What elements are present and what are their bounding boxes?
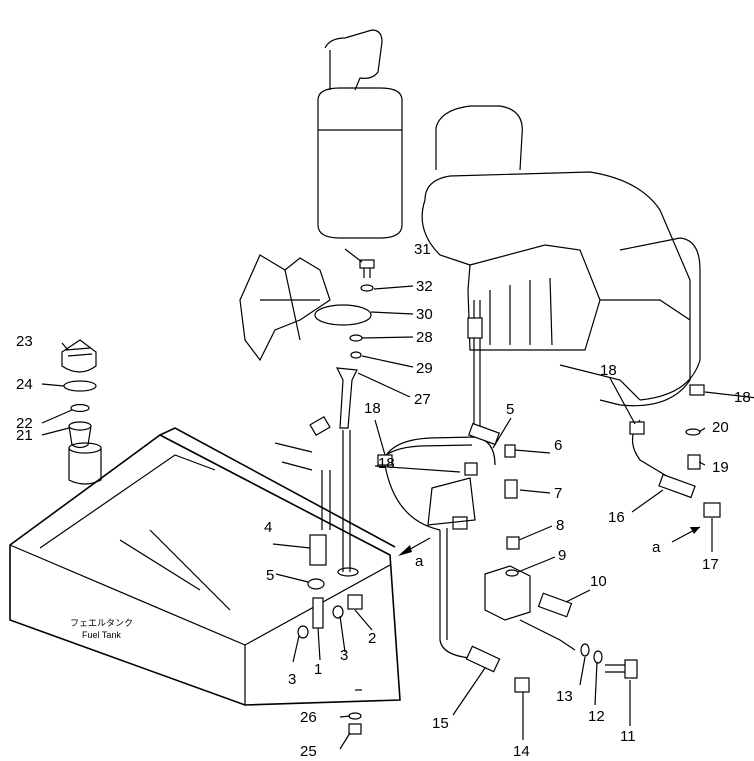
view-marker-a-tank: a xyxy=(415,553,424,570)
connector-10 xyxy=(537,592,573,618)
gasket-24 xyxy=(63,380,97,392)
part-label-12: 12 xyxy=(588,708,605,725)
plug-2 xyxy=(347,594,363,610)
washer-29 xyxy=(350,351,362,359)
tank-label-jp: フェエルタンク xyxy=(70,618,133,628)
valve-7 xyxy=(504,479,518,499)
part-label-32: 32 xyxy=(416,278,433,295)
part-label-9: 9 xyxy=(558,547,566,564)
engine-drawing xyxy=(421,105,691,407)
part-label-6: 6 xyxy=(554,437,562,454)
arrow-head-tank xyxy=(398,545,412,556)
part-label-28: 28 xyxy=(416,329,433,346)
clamp-18-e xyxy=(689,384,705,396)
fitting-8 xyxy=(506,536,520,550)
hose-end-15 xyxy=(465,645,501,673)
washer-32 xyxy=(360,284,374,292)
part-label-8: 8 xyxy=(556,517,564,534)
part-label-15: 15 xyxy=(432,715,449,732)
muffler-drawing xyxy=(317,29,403,239)
arrow-head-right xyxy=(690,527,700,534)
leader-lines xyxy=(41,248,754,750)
part-label-18-c: 18 xyxy=(600,362,617,379)
hose-fitting-upper xyxy=(467,317,483,339)
elbow-14 xyxy=(514,677,530,693)
part-label-21: 21 xyxy=(16,427,33,444)
clamp-18-plate xyxy=(427,477,476,526)
part-label-3-right: 3 xyxy=(340,647,348,664)
part-label-26: 26 xyxy=(300,709,317,726)
bolt-11 xyxy=(605,659,638,679)
part-label-25: 25 xyxy=(300,743,317,760)
part-label-27: 27 xyxy=(414,391,431,408)
part-label-20: 20 xyxy=(712,419,729,436)
part-label-5-hose: 5 xyxy=(506,401,514,418)
hose-end-16 xyxy=(658,473,696,499)
view-marker-a-right: a xyxy=(652,539,661,556)
part-label-29: 29 xyxy=(416,360,433,377)
part-label-1: 1 xyxy=(314,661,322,678)
part-label-22: 22 xyxy=(16,415,33,432)
filter-head-9 xyxy=(484,565,531,621)
part-label-17: 17 xyxy=(702,556,719,573)
strainer-21 xyxy=(68,421,92,449)
washer-13 xyxy=(580,643,590,657)
part-label-30: 30 xyxy=(416,306,433,323)
washer-3-right xyxy=(332,605,344,619)
elbow-6 xyxy=(504,444,516,458)
part-label-2: 2 xyxy=(368,630,376,647)
elbow-17 xyxy=(703,502,721,518)
part-label-5-tank: 5 xyxy=(266,567,274,584)
part-label-3-left: 3 xyxy=(288,671,296,688)
part-label-7: 7 xyxy=(554,485,562,502)
washer-12 xyxy=(593,650,603,664)
part-label-31: 31 xyxy=(414,241,431,258)
washer-3-left xyxy=(297,625,309,639)
clamp-18-b xyxy=(452,516,468,530)
ring-26 xyxy=(348,712,362,720)
fuel-hoses xyxy=(321,237,701,659)
part-label-18-b: 18 xyxy=(378,455,395,472)
grommet-5 xyxy=(307,578,325,590)
part-label-14: 14 xyxy=(513,743,530,760)
part-number-labels: 1 2 3 3 4 5 5 6 7 8 9 10 11 12 13 14 15 … xyxy=(16,241,751,760)
drain-plug-25 xyxy=(348,723,362,735)
part-label-19: 19 xyxy=(712,459,729,476)
fan-drawing xyxy=(239,254,331,362)
part-label-16: 16 xyxy=(608,509,625,526)
bolt-28 xyxy=(349,334,363,342)
part-label-10: 10 xyxy=(590,573,607,590)
sender-assembly xyxy=(309,304,372,572)
clamp-18-c xyxy=(464,462,478,476)
clamp-18-d xyxy=(629,421,645,435)
part-label-18-a: 18 xyxy=(364,400,381,417)
part-label-24: 24 xyxy=(16,376,33,393)
ring-22 xyxy=(70,403,90,413)
part-label-13: 13 xyxy=(556,688,573,705)
bolt-19 xyxy=(687,454,701,470)
filler-cap xyxy=(61,339,97,373)
tank-label-en: Fuel Tank xyxy=(82,630,121,640)
pipe-1 xyxy=(312,597,324,629)
part-label-11: 11 xyxy=(620,728,636,745)
part-label-23: 23 xyxy=(16,333,33,350)
washer-20 xyxy=(685,428,701,436)
hose-end-5 xyxy=(468,422,500,446)
fuel-tank xyxy=(9,427,401,706)
part-label-4: 4 xyxy=(264,519,272,536)
bolt-31 xyxy=(359,259,375,278)
part-label-18-d: 18 xyxy=(734,389,751,406)
